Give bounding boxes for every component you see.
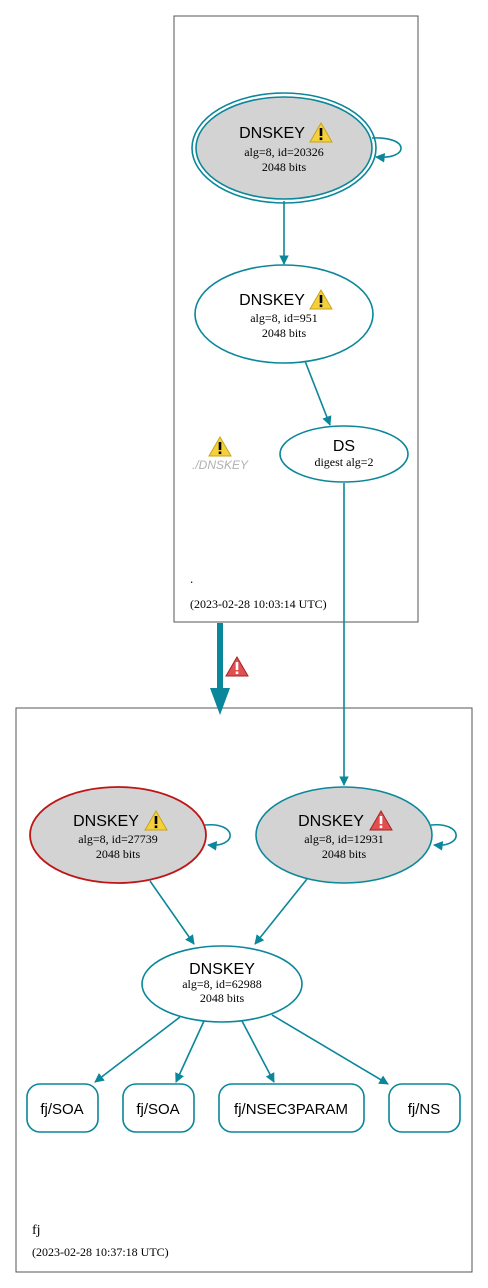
root-zsk-line1: alg=8, id=951 [250,311,318,325]
root-zsk-node[interactable]: DNSKEY alg=8, id=951 2048 bits [194,264,374,364]
zsk-to-soa2-edge [175,1020,205,1083]
record-label: fj/NSEC3PARAM [234,1101,348,1118]
record-label: fj/NS [408,1101,441,1118]
root-zsk-to-ds-edge [304,360,332,426]
fj-zsk-line1: alg=8, id=62988 [182,977,262,991]
edges [94,137,457,1085]
record-soa-1[interactable]: fj/SOA [26,1083,99,1133]
zone-fj-name: fj [32,1223,41,1238]
yellow-warning-icon [208,436,232,457]
root-ksk-title: DNSKEY [239,125,305,142]
root-ksk-self-loop [371,137,402,163]
root-ksk-line1: alg=8, id=20326 [244,145,324,159]
fj-ksk1-to-zsk-edge [149,880,195,945]
fj-ksk1-node[interactable]: DNSKEY alg=8, id=27739 2048 bits [29,786,207,884]
fj-ksk2-self-loop [430,824,457,851]
missing-dnskey-node: ./DNSKEY [192,436,249,472]
delegation-arrowhead [210,688,230,715]
fj-ksk1-self-loop [204,824,231,851]
fj-zsk-line2: 2048 bits [200,991,245,1005]
zone-fj-border [15,707,473,1273]
record-soa-2[interactable]: fj/SOA [122,1083,195,1133]
root-zsk-line2: 2048 bits [262,326,307,340]
record-nsec3param[interactable]: fj/NSEC3PARAM [218,1083,365,1133]
fj-ksk2-to-zsk-edge [254,878,308,945]
zone-fj-timestamp: (2023-02-28 10:37:18 UTC) [32,1245,169,1259]
fj-ksk2-node[interactable]: DNSKEY alg=8, id=12931 2048 bits [255,786,433,884]
fj-ksk1-title: DNSKEY [73,813,139,830]
root-ksk-node[interactable]: DNSKEY alg=8, id=20326 2048 bits [191,92,377,204]
fj-zsk-title: DNSKEY [189,961,255,978]
ds-line1: digest alg=2 [314,455,373,469]
record-label: fj/SOA [136,1101,179,1118]
fj-ksk2-line1: alg=8, id=12931 [304,832,384,846]
root-ksk-line2: 2048 bits [262,160,307,174]
zsk-to-ns-edge [271,1014,389,1085]
root-ds-node[interactable]: DS digest alg=2 [279,425,409,483]
record-label: fj/SOA [40,1101,83,1118]
zone-root-timestamp: (2023-02-28 10:03:14 UTC) [190,597,327,611]
zone-root-border [173,15,419,623]
ds-title: DS [333,438,355,455]
record-ns[interactable]: fj/NS [388,1083,461,1133]
root-zsk-title: DNSKEY [239,292,305,309]
zone-root-name: . [190,571,193,586]
fj-zsk-node[interactable]: DNSKEY alg=8, id=62988 2048 bits [141,945,303,1023]
fj-ksk1-line2: 2048 bits [96,847,141,861]
fj-ksk2-line2: 2048 bits [322,847,367,861]
zone-root-cluster: . (2023-02-28 10:03:14 UTC) [173,15,419,623]
missing-dnskey-label: ./DNSKEY [192,458,249,472]
red-warning-icon [225,656,249,677]
fj-ksk2-title: DNSKEY [298,813,364,830]
zone-fj-cluster: fj (2023-02-28 10:37:18 UTC) [15,707,473,1273]
fj-ksk1-line1: alg=8, id=27739 [78,832,158,846]
zsk-to-nsec3param-edge [241,1020,275,1083]
zsk-to-soa1-edge [94,1016,181,1083]
